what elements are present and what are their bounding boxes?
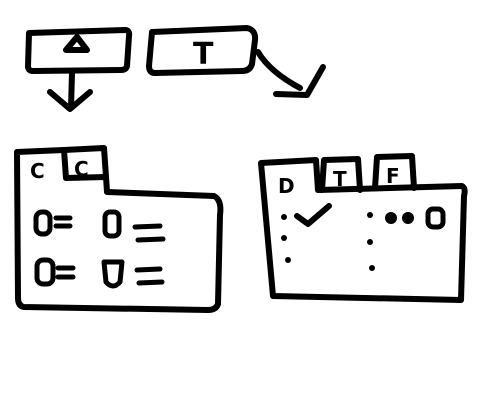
- equals-sign: [132, 223, 166, 243]
- bullet-dot: [367, 239, 373, 245]
- bullet-dot: [367, 212, 373, 218]
- top-tab-a[interactable]: A: [0, 0, 133, 74]
- right-tab-d[interactable]: D: [278, 174, 295, 198]
- right-tab-t-label: T: [333, 167, 347, 191]
- triangle-icon: [63, 34, 90, 53]
- arrow-curve-right: [255, 49, 326, 98]
- bullet-dot: [369, 265, 375, 271]
- bullet-dot: [281, 235, 287, 241]
- filled-dot: [385, 212, 397, 224]
- value-box: [34, 257, 56, 287]
- left-row-1: [33, 209, 166, 243]
- bullet-dot: [285, 257, 291, 263]
- left-tab-2-label: C: [74, 157, 89, 181]
- right-tab-f-label: F: [386, 164, 400, 188]
- bullet-dot: [281, 214, 287, 220]
- equals-sign: [134, 266, 165, 286]
- value-box: [33, 209, 53, 237]
- left-tab-1-label: C: [30, 159, 45, 183]
- left-row-2: [34, 257, 165, 289]
- value-shield: [101, 259, 125, 289]
- top-tab-t-label: T: [193, 37, 214, 72]
- right-tab-t[interactable]: T: [319, 156, 363, 193]
- right-column-2: [367, 206, 446, 271]
- right-panel: D T F: [258, 153, 468, 303]
- filled-dot: [402, 212, 414, 224]
- left-tab-1[interactable]: C: [30, 159, 45, 183]
- right-tab-f[interactable]: F: [372, 153, 417, 191]
- equals-sign: [55, 265, 76, 280]
- top-tab-t[interactable]: T: [146, 25, 259, 76]
- check-icon: [294, 203, 332, 227]
- left-tab-2[interactable]: C: [74, 157, 89, 181]
- right-tab-d-label: D: [278, 174, 295, 198]
- left-panel: C C: [14, 145, 224, 313]
- arrow-down-left: [47, 70, 93, 112]
- equals-sign: [53, 215, 73, 229]
- value-box: [425, 206, 446, 230]
- right-column-1: [281, 203, 332, 263]
- value-box: [102, 209, 122, 239]
